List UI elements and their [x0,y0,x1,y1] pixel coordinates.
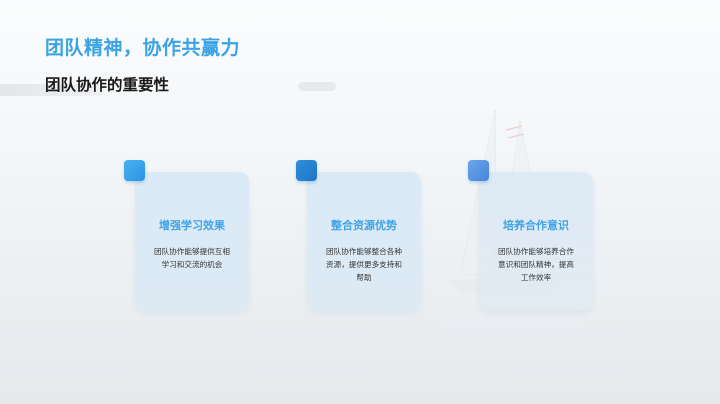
card-title: 增强学习效果 [159,219,225,232]
card-text-line: 意识和团队精神，提高 [498,260,574,269]
card-enhance-learning: 增强学习效果 团队协作能够提供互相 学习和交流的机会 [124,160,249,311]
card-text-line: 工作效率 [520,273,552,282]
square-icon [468,160,489,181]
card-text: 团队协作能够培养合作 意识和团队精神，提高 工作效率 [487,245,585,284]
card-text-line: 帮助 [356,273,372,282]
card-text: 团队协作能够提供互相 学习和交流的机会 [143,245,241,271]
slide-subtitle: 团队协作的重要性 [45,76,170,94]
square-icon [124,160,145,181]
card-text-line: 团队协作能够培养合作 [498,247,574,256]
decorative-pill [298,82,336,91]
decorative-bar [0,84,112,96]
card-integrate-resources: 整合资源优势 团队协作能够整合各种 资源，提供更多支持和 帮助 [296,160,421,311]
card-text-line: 学习和交流的机会 [161,260,223,269]
card-text-line: 资源，提供更多支持和 [326,260,402,269]
card-text: 团队协作能够整合各种 资源，提供更多支持和 帮助 [315,245,413,284]
card-cooperation-awareness: 培养合作意识 团队协作能够培养合作 意识和团队精神，提高 工作效率 [468,160,593,311]
card-text-line: 团队协作能够提供互相 [154,247,230,256]
card-text-line: 团队协作能够整合各种 [326,247,402,256]
card-title: 整合资源优势 [331,219,397,232]
square-icon [296,160,317,181]
card-title: 培养合作意识 [503,219,569,232]
slide-title: 团队精神，协作共赢力 [45,37,241,59]
